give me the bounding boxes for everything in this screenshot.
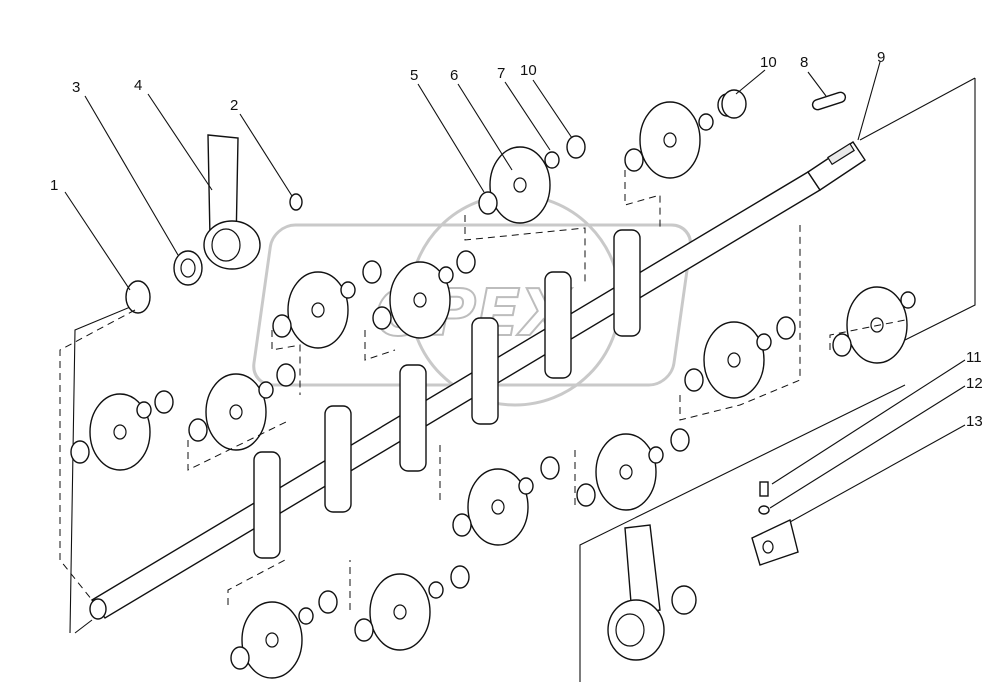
callout-9: 9	[877, 49, 885, 66]
shaft-arms	[253, 229, 641, 559]
callout-3: 3	[72, 79, 80, 96]
leader-lines	[64, 61, 966, 523]
callout-2: 2	[230, 97, 238, 114]
rollers	[89, 101, 908, 679]
callout-6: 6	[450, 67, 458, 84]
callout-10-right: 10	[760, 54, 777, 71]
callout-4: 4	[134, 77, 142, 94]
frame-lines	[69, 77, 976, 682]
callout-10-left: 10	[520, 62, 537, 79]
callout-labels: 1 2 3 4 5 6 7 10 10 8 9 11 12 13	[50, 49, 983, 430]
callout-13: 13	[966, 413, 983, 430]
right-lever-and-gear	[607, 481, 799, 661]
callout-12: 12	[966, 375, 983, 392]
callout-8: 8	[800, 54, 808, 71]
callout-7: 7	[497, 65, 505, 82]
callout-1: 1	[50, 177, 58, 194]
callout-5: 5	[410, 67, 418, 84]
left-end-parts	[125, 134, 303, 314]
right-end-parts	[721, 89, 847, 119]
washers	[70, 93, 916, 670]
assembly-guides	[59, 170, 906, 610]
callout-11: 11	[966, 349, 982, 366]
